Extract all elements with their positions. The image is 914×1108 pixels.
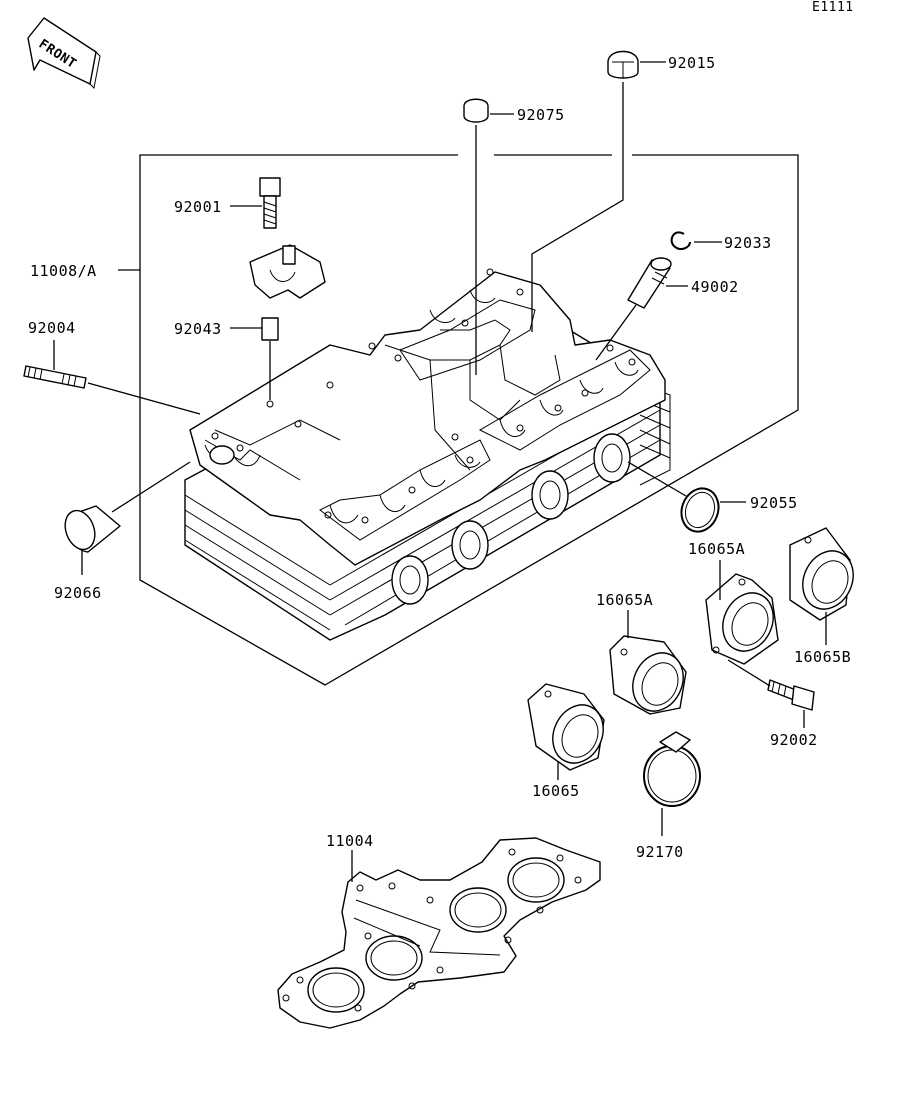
callout-92075: 92075 — [517, 106, 565, 124]
dowel-pin-92043 — [261, 317, 279, 341]
front-arrow-icon: FRONT — [27, 17, 101, 90]
holder-16065b — [789, 527, 854, 621]
camshaft-cap — [249, 244, 326, 299]
callout-92015: 92015 — [668, 54, 716, 72]
stud-92004 — [23, 365, 87, 389]
cylinder-head — [184, 268, 671, 641]
bolt-92001 — [259, 177, 281, 229]
callout-92043: 92043 — [174, 320, 222, 338]
callout-11008a: 11008/A — [30, 262, 97, 280]
head-gasket-11004 — [277, 837, 601, 1029]
bolt-92002 — [767, 679, 815, 711]
callout-16065a-right: 16065A — [688, 540, 745, 558]
callout-16065: 16065 — [532, 782, 580, 800]
circlip-92033 — [670, 231, 691, 250]
callout-11004: 11004 — [326, 832, 374, 850]
o-ring-92055 — [680, 487, 720, 533]
plug-92075 — [463, 98, 489, 123]
callout-92033: 92033 — [724, 234, 772, 252]
clamp-92170 — [643, 731, 701, 807]
callout-92004: 92004 — [28, 319, 76, 337]
holder-16065a-right — [705, 573, 779, 665]
callout-92001: 92001 — [174, 198, 222, 216]
callout-92170: 92170 — [636, 843, 684, 861]
holder-16065 — [527, 683, 605, 771]
callout-49002: 49002 — [691, 278, 739, 296]
callout-16065b: 16065B — [794, 648, 851, 666]
cap-nut-92015 — [607, 50, 639, 79]
holder-16065a-left — [609, 635, 687, 715]
callout-92002: 92002 — [770, 731, 818, 749]
callout-16065a-left: 16065A — [596, 591, 653, 609]
callout-92055: 92055 — [750, 494, 798, 512]
plug-cap-92066 — [64, 505, 121, 553]
callout-92066: 92066 — [54, 584, 102, 602]
assembly-bracket — [118, 154, 799, 686]
diagram-code: E1111 — [812, 0, 854, 15]
valve-guide-49002 — [627, 257, 672, 309]
